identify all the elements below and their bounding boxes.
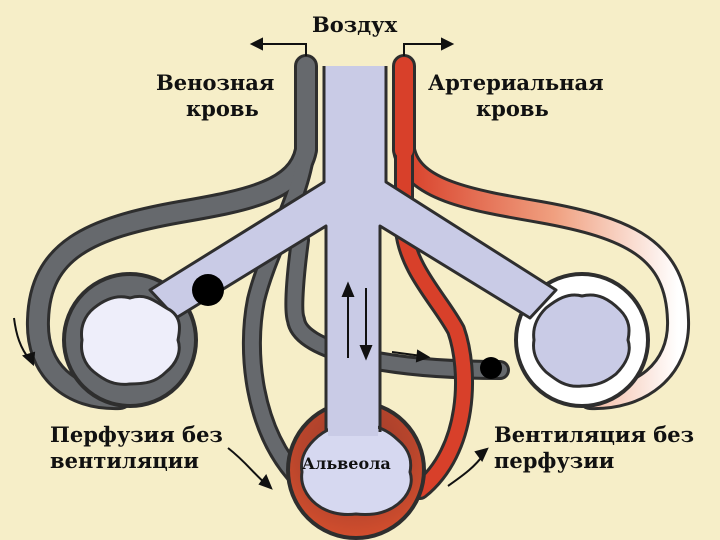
alveolus-label: Альвеола (302, 456, 391, 473)
vessel-obstruction-dot (480, 357, 502, 379)
airway-obstruction-dot (192, 274, 224, 306)
perfusion-without-ventilation-label-line1: Перфузия без (50, 424, 223, 446)
airway-trunk (328, 226, 378, 436)
arterial-blood-label-line1: Артериальная (428, 72, 604, 94)
perfusion-without-ventilation-label-line2: вентиляции (50, 450, 199, 472)
venous-blood-label-line1: Венозная (156, 72, 274, 94)
air-label: Воздух (312, 14, 397, 36)
ventilation-without-perfusion-label-line2: перфузии (494, 450, 614, 472)
ventilation-without-perfusion-label-line1: Вентиляция без (494, 424, 694, 446)
right-alveolus (534, 295, 630, 386)
left-alveolus (82, 296, 180, 384)
venous-vessels (38, 66, 500, 480)
venous-blood-label-line2: кровь (186, 98, 259, 120)
arterial-blood-label-line2: кровь (476, 98, 549, 120)
